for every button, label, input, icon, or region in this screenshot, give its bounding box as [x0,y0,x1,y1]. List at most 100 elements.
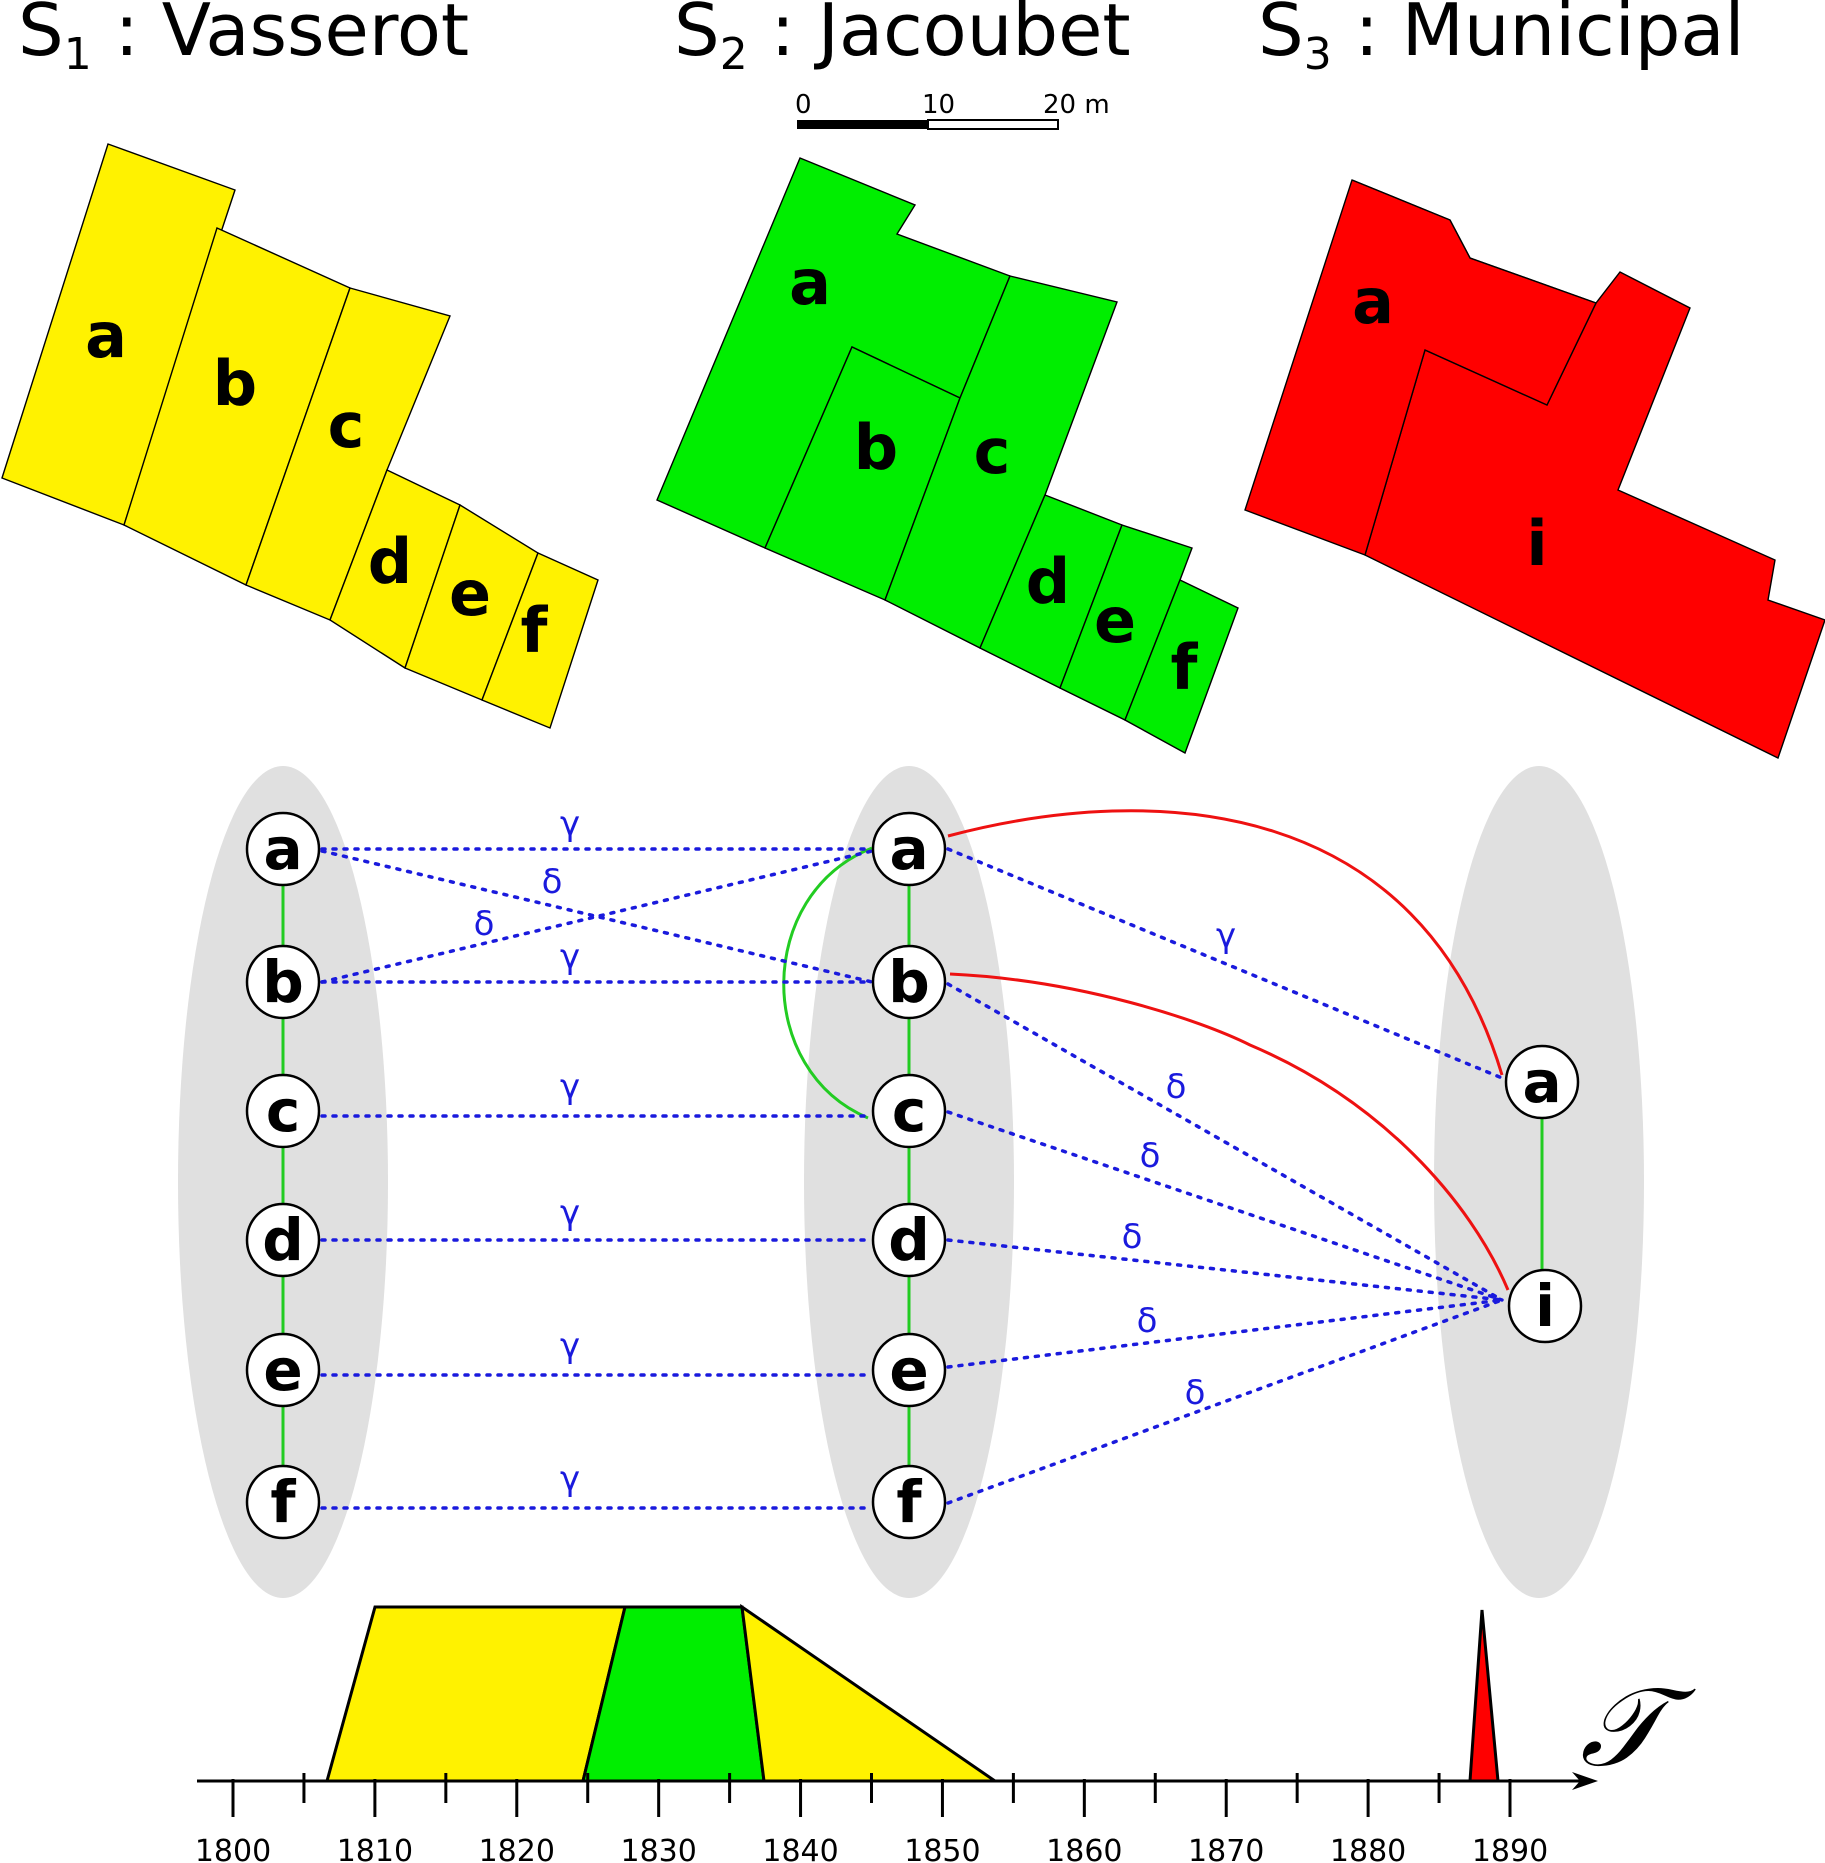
node-s1-c: c [245,1073,321,1149]
node-s2-b: b [871,944,947,1020]
node-s1-b-label: b [262,948,304,1016]
title-s2-prefix: S [674,0,720,72]
timeline-tick-label-1860: 1860 [1046,1834,1122,1863]
node-s2-d-label: d [888,1206,930,1274]
label-delta-s2c-s3i: δ [1140,1136,1161,1176]
title-s3: S3 : Municipal [1258,0,1745,80]
label-delta-s2f-s3i: δ [1185,1373,1206,1413]
edge-s2c-s3i [946,1110,1504,1302]
timeline-s1-trapezoid-left [325,1605,627,1783]
node-s1-e-label: e [263,1336,302,1404]
ellipse-s3 [1434,766,1644,1598]
edge-labels: γ δ δ γ γ γ γ γ γ δ δ δ δ δ [474,804,1236,1499]
title-s3-prefix: S [1258,0,1304,72]
timeline-s3-spike [1468,1609,1500,1783]
scale-bar: 0 10 20 m [795,90,1110,130]
label-delta-s2e-s3i: δ [1137,1301,1158,1341]
timeline-tick-label-1820: 1820 [479,1834,555,1863]
title-s3-name: : Municipal [1332,0,1745,72]
title-s1-prefix: S [18,0,64,72]
nodes-s2: a b c d e f [871,811,947,1540]
edge-s2a-s3a [946,847,1504,1080]
timeline-tick-label-1890: 1890 [1472,1834,1548,1863]
node-s2-e-label: e [889,1336,928,1404]
map-s2-label-d: d [1026,545,1070,618]
map-s3-label-i: i [1526,507,1547,580]
parcel-s3-a [1244,179,1597,556]
edge-s2e-s3i [946,1298,1504,1369]
map-s1-label-b: b [213,347,257,420]
node-s1-c-label: c [266,1077,300,1145]
label-delta-s2b-s3i: δ [1166,1067,1187,1107]
label-gamma-s2a-s3a: γ [1216,916,1236,956]
map-s2-label-e: e [1094,584,1136,657]
identity-edge-s2a-s3a [947,809,1504,1076]
nodes-s3: a i [1504,1044,1583,1344]
label-delta-ba: δ [474,904,495,944]
node-s2-f-label: f [896,1468,922,1536]
timeline-tick-label-1810: 1810 [337,1834,413,1863]
node-s2-a: a [871,811,947,887]
edge-s1b-s2a [320,849,874,984]
map-s1-label-f: f [521,594,549,667]
label-gamma-cc: γ [560,1067,580,1107]
node-s3-i: i [1507,1268,1583,1344]
timeline-arrow-head [1572,1772,1598,1790]
timeline-tick-label-1850: 1850 [904,1834,980,1863]
title-s2: S2 : Jacoubet [674,0,1131,80]
timeline-tick-label-1830: 1830 [620,1834,696,1863]
title-s2-name: : Jacoubet [748,0,1131,72]
node-s3-i-label: i [1535,1272,1555,1340]
node-s2-d: d [871,1202,947,1278]
label-gamma-ff: γ [560,1459,580,1499]
label-gamma-aa: γ [560,804,580,844]
timeline-tick-label-1880: 1880 [1330,1834,1406,1863]
map-s2-label-c: c [974,415,1011,488]
nodes-s1: a b c d e f [245,811,321,1540]
title-s1: S1 : Vasserot [18,0,469,80]
identity-edge-s2b-s3i [949,972,1510,1291]
scale-bar-white-segment [927,119,1059,130]
map-s1-label-e: e [449,557,491,630]
map-s2-label-f: f [1171,631,1199,704]
map-s2-label-b: b [854,411,898,484]
node-s2-b-label: b [888,948,930,1016]
filiation-edges [320,847,1504,1510]
label-gamma-bb: γ [560,937,580,977]
timeline-tick-label-1800: 1800 [195,1834,271,1863]
title-s3-subscript: 3 [1304,29,1332,80]
node-s1-a-label: a [263,815,302,883]
label-gamma-ee: γ [560,1326,580,1366]
node-s1-d: d [245,1202,321,1278]
edge-s2b-s3i [946,982,1504,1302]
node-s1-f: f [245,1464,321,1540]
map-s1-label-a: a [85,299,127,372]
node-s3-a-label: a [1522,1048,1561,1116]
parcel-s2-f [1124,579,1239,755]
map-s1-label-c: c [328,389,365,462]
map-s3-municipal: a i [1244,179,1825,759]
node-s3-a: a [1504,1044,1580,1120]
map-s2-jacoubet: a b c d e f [656,157,1239,755]
node-s2-e: e [871,1332,947,1408]
title-s1-name: : Vasserot [92,0,469,72]
parcel-s1-f [481,552,599,729]
edge-s1a-s2b [320,849,874,984]
node-s2-c-label: c [892,1077,926,1145]
node-s2-f: f [871,1464,947,1540]
map-s3-label-a: a [1352,265,1394,338]
timeline-s1-trapezoid-right [740,1603,1000,1783]
label-delta-s2d-s3i: δ [1122,1217,1143,1257]
label-delta-ab: δ [542,862,563,902]
edge-s2d-s3i [946,1238,1504,1302]
scale-bar-black-segment [797,120,928,129]
node-s1-e: e [245,1332,321,1408]
node-s1-a: a [245,811,321,887]
map-s1-label-d: d [368,525,412,598]
timeline-tick-label-1840: 1840 [762,1834,838,1863]
timeline-symbol: 𝒯 [1580,1663,1696,1791]
scale-label-20m: 20 m [1043,90,1110,120]
